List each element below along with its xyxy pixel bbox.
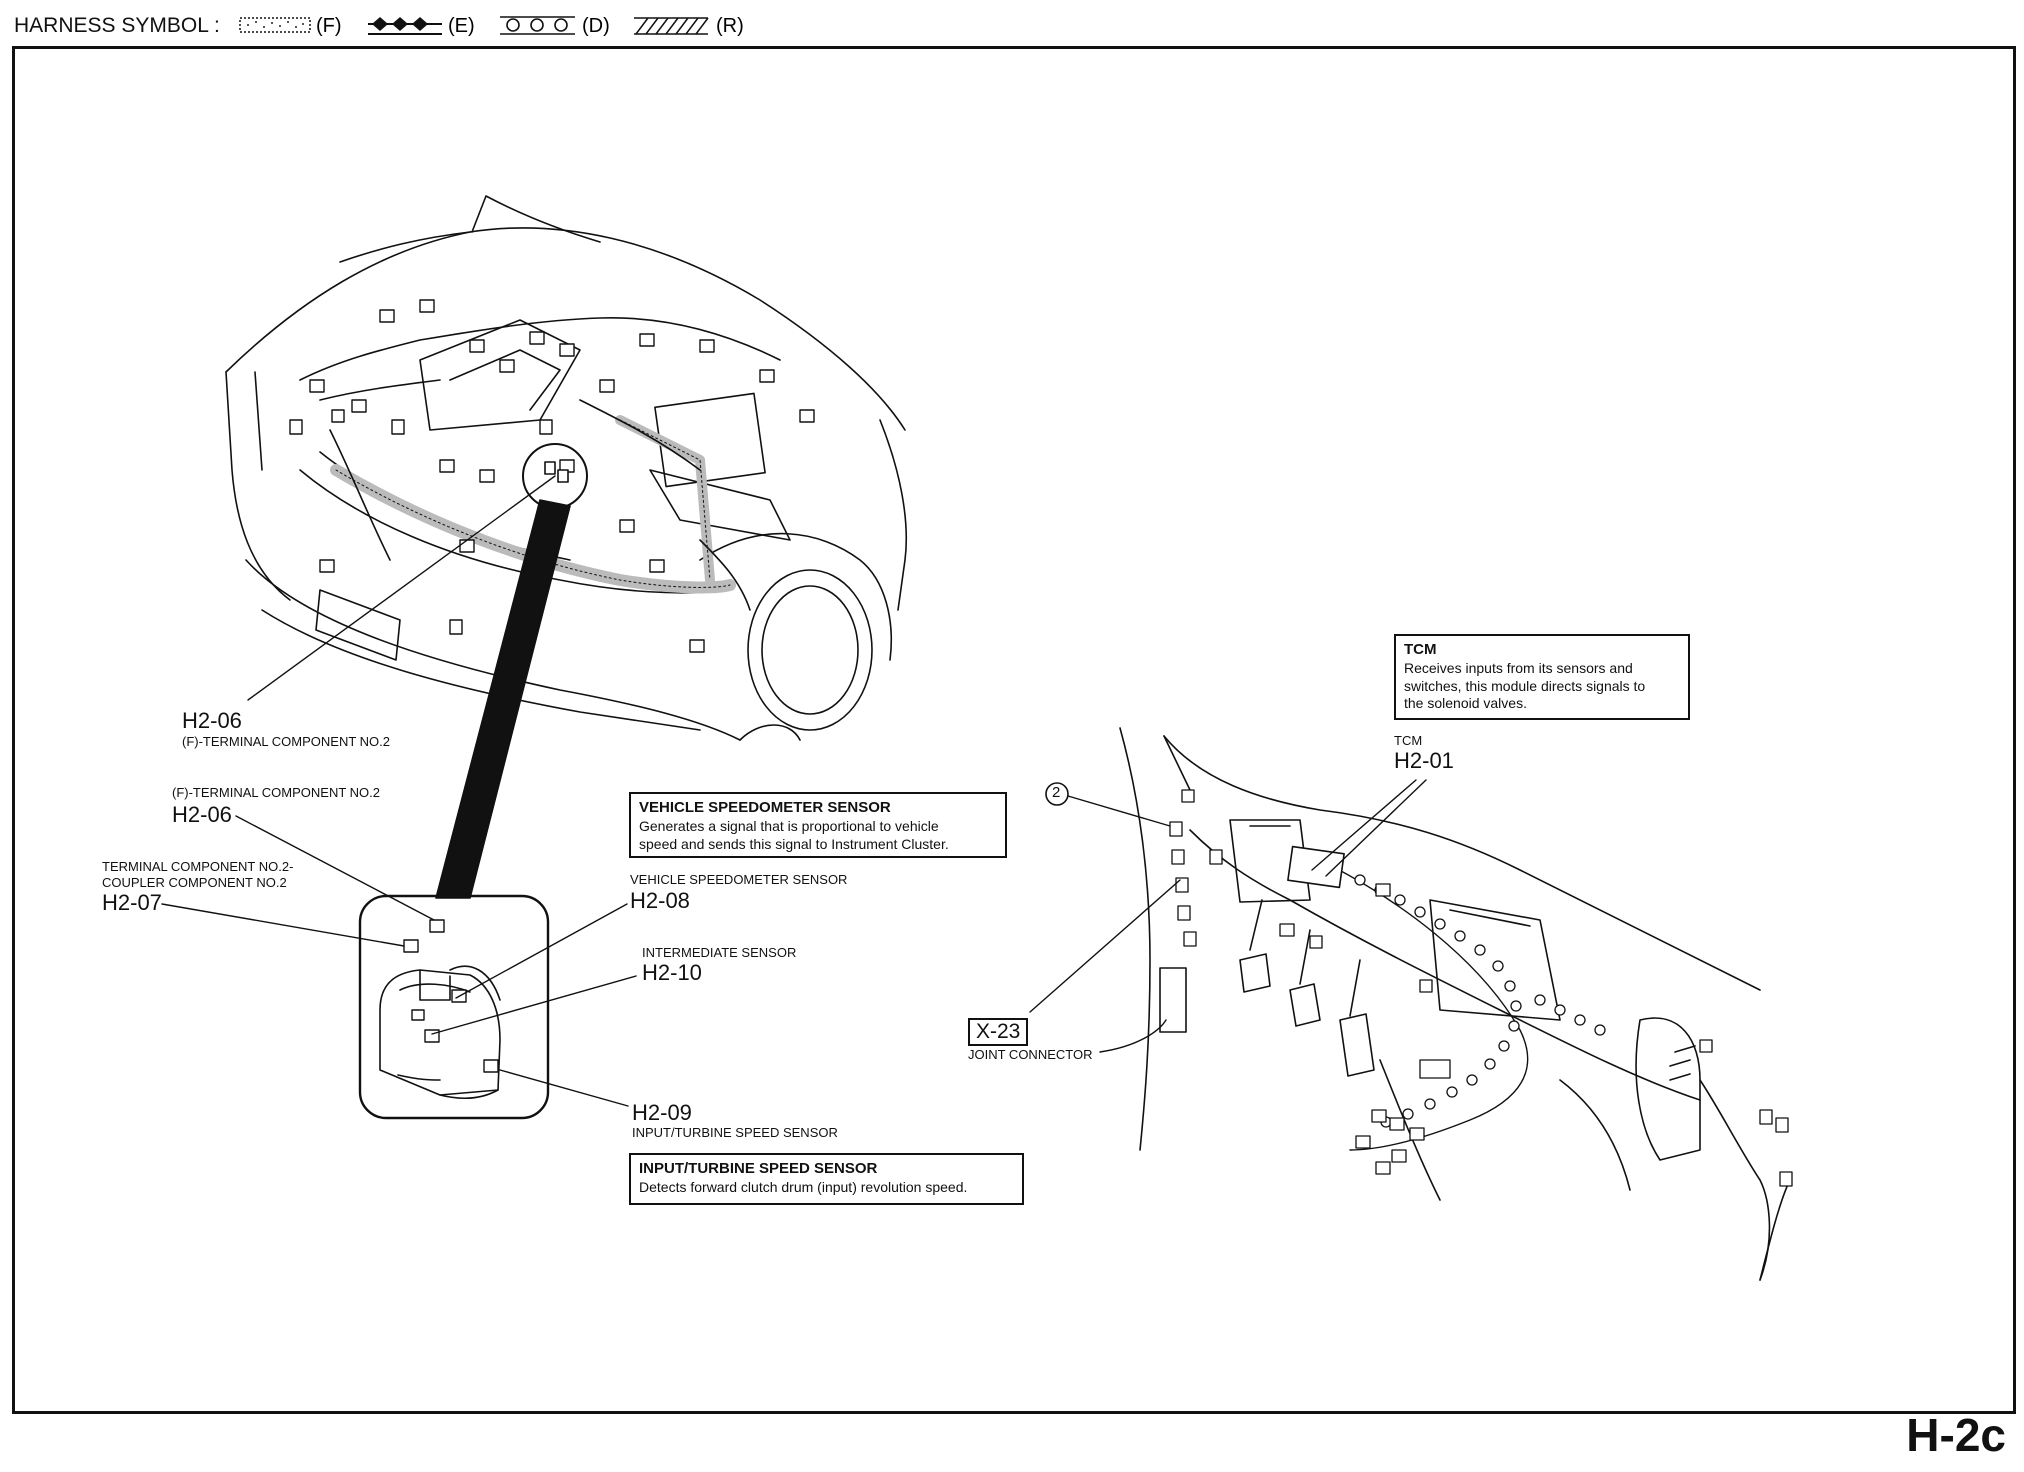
info-box-its-title: INPUT/TURBINE SPEED SENSOR <box>639 1160 878 1177</box>
legend-f-code: (F) <box>316 15 342 37</box>
info-box-input-turbine-speed-sensor: INPUT/TURBINE SPEED SENSOR Detects forwa… <box>629 1153 1024 1205</box>
info-box-vss-line2: speed and sends this signal to Instrumen… <box>639 835 949 852</box>
label-h2-07-code: H2-07 <box>102 890 162 915</box>
info-box-tcm-line1: Receives inputs from its sensors and <box>1404 660 1633 676</box>
legend-symbols: (F) (E) (D) (R) <box>239 15 744 37</box>
label-h2-06-top-desc: (F)-TERMINAL COMPONENT NO.2 <box>182 734 391 749</box>
label-h2-06-top-code: H2-06 <box>182 708 242 733</box>
legend-f-swatch <box>239 17 311 33</box>
label-h2-10-desc: INTERMEDIATE SENSOR <box>642 945 797 960</box>
label-tcm-code: H2-01 <box>1394 748 1454 773</box>
info-box-tcm-line3: the solenoid valves. <box>1404 695 1527 711</box>
label-circle-ref: 2 <box>1052 784 1061 801</box>
info-box-vss-title: VEHICLE SPEEDOMETER SENSOR <box>639 799 891 816</box>
label-h2-09-desc: INPUT/TURBINE SPEED SENSOR <box>632 1125 838 1140</box>
legend-e-code: (E) <box>448 15 475 37</box>
label-h2-07-desc2: COUPLER COMPONENT NO.2 <box>102 875 287 890</box>
engine-leader-lines <box>161 475 637 1107</box>
label-h2-08-code: H2-08 <box>630 888 690 913</box>
label-x23-desc: JOINT CONNECTOR <box>968 1047 1093 1062</box>
label-h2-07-desc1: TERMINAL COMPONENT NO.2- <box>102 859 294 874</box>
engine-bay-illustration <box>225 195 908 899</box>
label-h2-08-desc: VEHICLE SPEEDOMETER SENSOR <box>630 872 848 887</box>
label-h2-10-code: H2-10 <box>642 960 702 985</box>
label-tcm-desc: TCM <box>1394 733 1423 748</box>
dashboard-illustration <box>1045 727 1793 1281</box>
transaxle-detail-illustration <box>358 894 550 1120</box>
page-id: H-2c <box>1906 1409 2006 1461</box>
label-h2-06-mid-code: H2-06 <box>172 802 232 827</box>
legend-prefix: HARNESS SYMBOL : <box>14 14 220 37</box>
legend-r-swatch <box>634 17 709 35</box>
legend-e-swatch <box>368 17 442 31</box>
info-box-vss-line1: Generates a signal that is proportional … <box>639 818 939 834</box>
info-box-tcm: TCM Receives inputs from its sensors and… <box>1394 634 1690 720</box>
harness-symbol-legend: HARNESS SYMBOL : <box>14 14 220 38</box>
diagram-frame <box>12 46 2016 1414</box>
info-box-tcm-line2: switches, this module directs signals to <box>1404 677 1646 694</box>
label-x23-code: X-23 <box>968 1018 1029 1046</box>
info-box-its-line1: Detects forward clutch drum (input) revo… <box>639 1179 968 1195</box>
label-h2-09-code: H2-09 <box>632 1100 692 1125</box>
label-h2-06-mid-desc: (F)-TERMINAL COMPONENT NO.2 <box>172 785 381 800</box>
legend-d-code: (D) <box>582 15 610 37</box>
legend-d-swatch <box>500 16 575 35</box>
dash-leader-lines <box>1029 779 1427 1053</box>
legend-r-code: (R) <box>716 15 744 37</box>
info-box-tcm-title: TCM <box>1404 641 1437 658</box>
info-box-vehicle-speedometer-sensor: VEHICLE SPEEDOMETER SENSOR Generates a s… <box>629 792 1007 858</box>
